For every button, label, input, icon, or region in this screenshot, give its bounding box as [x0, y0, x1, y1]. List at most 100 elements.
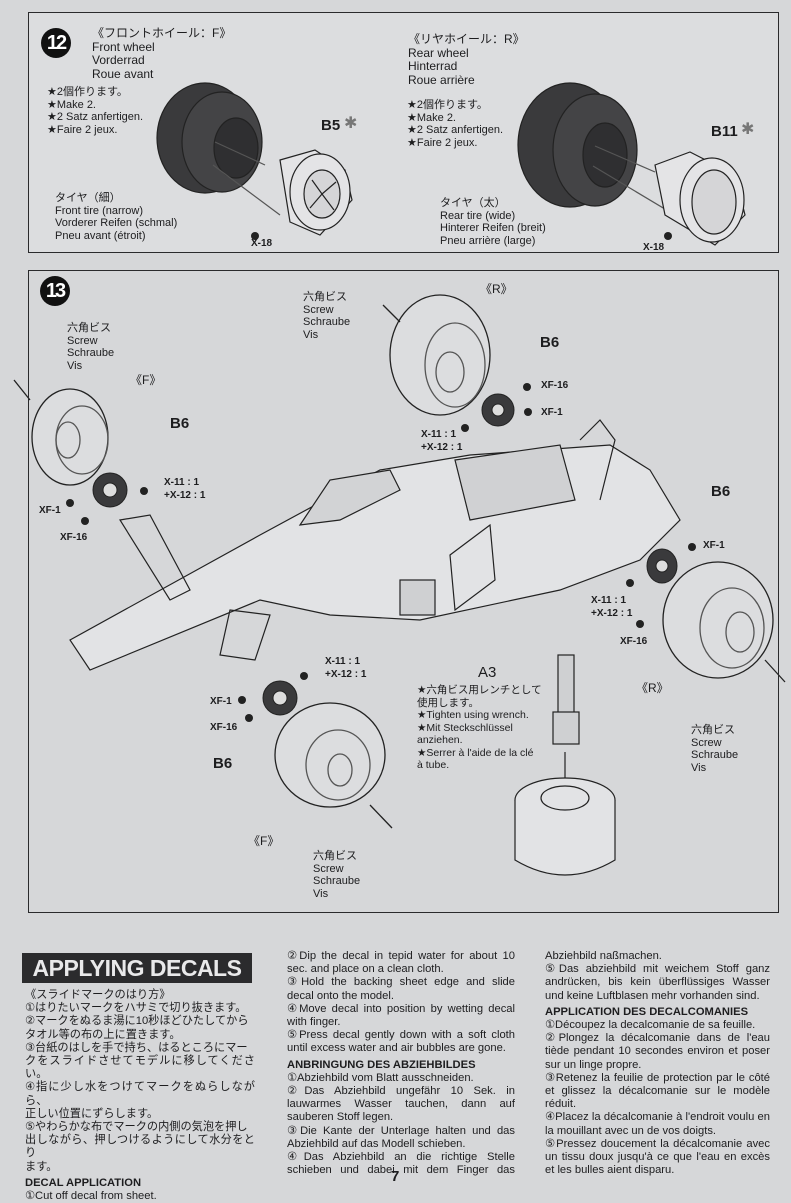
en-step: ⑤Press decal gently down with a soft clo… — [287, 1029, 515, 1055]
front-tire-drawing — [156, 82, 281, 216]
front-left-wheel — [13, 379, 109, 486]
en-step: ④Move decal into position by wetting dec… — [287, 1002, 515, 1029]
paint-xf16-rear-top: XF-16 — [541, 380, 569, 391]
front-bottom-wheel — [274, 702, 393, 829]
paint-mix-front-bottom: X-11 : 1 +X-12 : 1 — [325, 656, 366, 681]
jp-step: ②マークをぬるま湯に10秒ほどひたしてから — [25, 1015, 249, 1028]
note-fr: ★Faire 2 jeux. — [407, 136, 478, 149]
wrench-note: anziehen. — [417, 734, 463, 746]
part-b5-label: B5 — [321, 117, 341, 134]
cut-sprue-icon: ✱ — [741, 121, 755, 138]
fr-step: ⑤Pressez doucement la décalcomanie avec … — [545, 1137, 770, 1177]
wrench-notes: ★六角ビス用レンチとして 使用します。 ★Tighten using wrenc… — [417, 684, 542, 772]
de-step: ②Das Abziehbild ungefähr 10 Sek. in lauw… — [287, 1085, 515, 1124]
de-step: ①Abziehbild vom Blatt ausschneiden. — [287, 1071, 474, 1084]
wheel-label-f-top: 《F》 — [130, 373, 162, 387]
de-heading: ANBRINGUNG DES ABZIEHBILDES — [287, 1058, 476, 1071]
hub-b6-front-bottom: B6 — [213, 755, 233, 772]
wrench-note: ★六角ビス用レンチとして — [417, 684, 542, 696]
part-b11-label: B11 — [711, 123, 738, 140]
screw-label-rear-right: 六角ビス Screw Schraube Vis — [691, 724, 738, 774]
tire-label-en: Rear tire (wide) — [440, 209, 516, 222]
rear-right-hub-b6 — [646, 548, 678, 584]
page-number: 7 — [391, 1168, 400, 1185]
screw-jp: 六角ビス — [67, 322, 111, 334]
screw-en: Screw — [313, 862, 344, 875]
paint-x12: +X-12 : 1 — [421, 441, 463, 453]
en-step: ③Hold the backing sheet edge and slide d… — [287, 976, 515, 1002]
decals-column-3: Abziehbild naßmachen. ⑤Das abziehbild mi… — [545, 950, 770, 1177]
paint-x11: X-11 : 1 — [164, 477, 200, 488]
jp-heading: 《スライドマークのはり方》 — [25, 989, 171, 1001]
wrench-note: ★Mit Steckschlüssel — [417, 721, 513, 734]
rear-top-wheel — [382, 294, 491, 416]
cut-sprue-icon: ✱ — [344, 115, 358, 132]
step-13-number: 13 — [40, 276, 70, 306]
paint-mix-front-left: X-11 : 1 +X-12 : 1 — [164, 477, 205, 502]
tire-label-de: Vorderer Reifen (schmal) — [55, 217, 178, 229]
front-wheel-title-de: Vorderrad — [92, 53, 145, 67]
front-paint-x18: X-18 — [251, 238, 273, 249]
rear-tire-drawing — [517, 82, 701, 231]
paint-x11: X-11 : 1 — [591, 595, 627, 606]
paint-mix-rear-right: X-11 : 1 +X-12 : 1 — [591, 595, 632, 620]
front-wheel-title-en: Front wheel — [92, 39, 155, 54]
paint-xf1-front-left: XF-1 — [39, 505, 61, 516]
fr-step: ①Découpez la decalcomanie de sa feuille. — [545, 1019, 756, 1032]
screw-en: Screw — [67, 334, 98, 347]
screw-fr: Vis — [67, 359, 83, 372]
note-en: ★Make 2. — [47, 98, 96, 111]
screw-fr: Vis — [691, 761, 707, 774]
front-wheel-notes: ★2個作ります。 ★Make 2. ★2 Satz anfertigen. ★F… — [47, 86, 143, 136]
jp-step: ます。 — [25, 1160, 58, 1173]
screw-de: Schraube — [67, 347, 115, 359]
de-step: ④Das Abziehbild an die richtige Stelle s… — [287, 1151, 515, 1177]
paint-x11: X-11 : 1 — [421, 429, 457, 440]
tire-label-jp: タイヤ（太） — [440, 197, 506, 209]
tire-label-de: Hinterer Reifen (breit) — [440, 222, 546, 234]
tire-label-fr: Pneu avant (étroit) — [55, 229, 146, 242]
rear-paint-x18: X-18 — [643, 242, 665, 253]
wrench-part-a3: A3 — [478, 664, 497, 681]
rear-wheel-title-jp: 《リヤホイール：R》 — [408, 32, 525, 46]
wrench-note: ★Tighten using wrench. — [417, 709, 529, 721]
rear-wheel-titles: 《リヤホイール：R》 Rear wheel Hinterrad Roue arr… — [408, 32, 525, 87]
hub-b6-rear-right: B6 — [711, 483, 731, 500]
hub-b6-front-left: B6 — [170, 415, 190, 432]
fr-heading: APPLICATION DES DECALCOMANIES — [545, 1005, 749, 1018]
wrench-note: à tube. — [417, 759, 450, 771]
applying-decals-title: APPLYING DECALS — [22, 953, 252, 983]
rear-wheel-notes: ★2個作ります。 ★Make 2. ★2 Satz anfertigen. ★F… — [407, 99, 503, 149]
screw-de: Schraube — [691, 749, 739, 761]
note-de: ★2 Satz anfertigen. — [47, 111, 144, 123]
screw-label-rear-top: 六角ビス Screw Schraube Vis — [303, 291, 350, 341]
note-en: ★Make 2. — [407, 111, 456, 124]
paint-mix-rear-top: X-11 : 1 +X-12 : 1 — [421, 429, 462, 454]
tire-label-fr: Pneu arrière (large) — [440, 234, 536, 247]
fr-step: ②Plongez la décalcomanie dans de l'eau t… — [545, 1032, 770, 1071]
de-step-continued: Abziehbild naßmachen. — [545, 950, 662, 962]
rear-top-hub-b6 — [481, 393, 515, 427]
wrench-note: ★Serrer à l'aide de la clé — [417, 746, 534, 759]
screw-label-front-bottom: 六角ビス Screw Schraube Vis — [313, 850, 360, 900]
wheel-label-r-top: 《R》 — [480, 282, 513, 296]
screw-de: Schraube — [303, 316, 351, 328]
rear-wheel-title-en: Rear wheel — [408, 45, 469, 60]
screw-fr: Vis — [303, 328, 319, 341]
screw-en: Screw — [303, 303, 334, 316]
wheel-label-r-bottom: 《R》 — [636, 681, 669, 695]
paint-x11: X-11 : 1 — [325, 656, 361, 667]
screw-jp: 六角ビス — [691, 724, 735, 736]
paint-markers — [66, 232, 696, 722]
wrench-a3-drawing — [514, 654, 616, 876]
jp-step: 出しながら、押しつけるようにして水分をとり — [25, 1134, 255, 1160]
front-bottom-hub-b6 — [262, 680, 298, 716]
front-wheel-titles: 《フロントホイール：F》 Front wheel Vorderrad Roue … — [92, 26, 231, 81]
rear-wheel-title-fr: Roue arrière — [408, 72, 475, 87]
step-12-panel — [28, 12, 779, 253]
screw-label-front-left: 六角ビス Screw Schraube Vis — [67, 322, 114, 372]
jp-step: クをスライドさせてモデルに移してください。 — [25, 1055, 255, 1081]
rear-wheel-b11-drawing — [654, 151, 746, 246]
step-12-number: 12 — [41, 28, 71, 58]
jp-step: タオル等の布の上に置きます。 — [25, 1028, 181, 1041]
